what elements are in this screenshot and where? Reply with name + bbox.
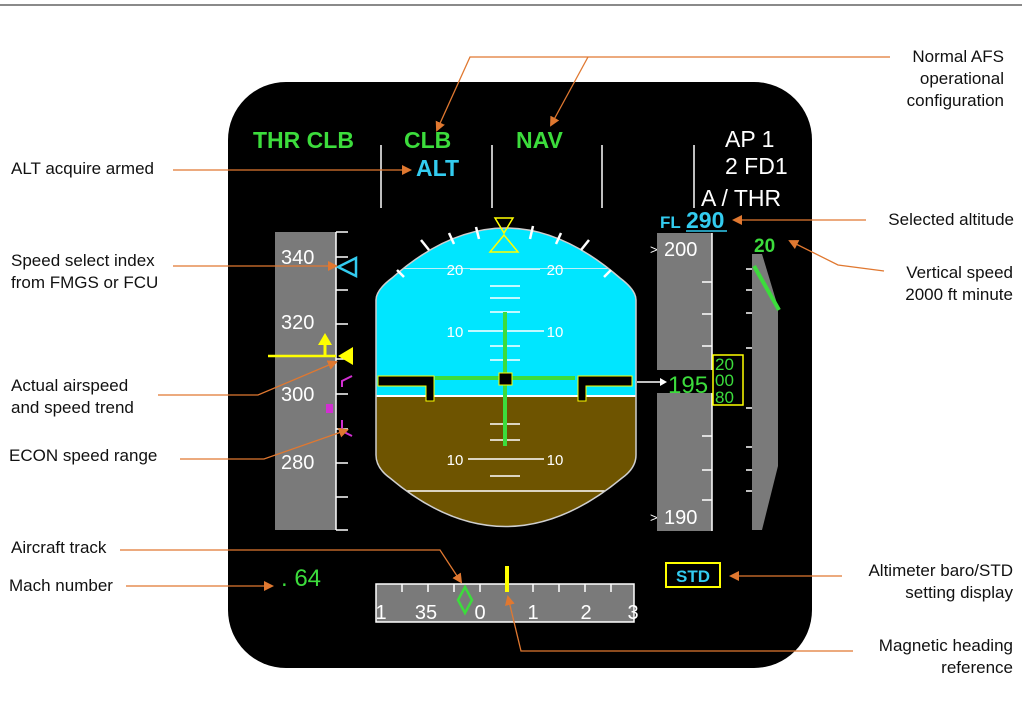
heading-label-3: 3 [627,602,638,624]
roll-pointer [488,217,520,253]
heading-label-2: 2 [580,602,591,624]
altitude-tape-upper [657,233,712,370]
baro-setting-box [665,562,721,588]
altitude-readout-window: 195 20 00 80 [637,354,744,407]
selected-altitude-value: 290 [686,207,724,233]
fma-autothrust: A / THR [701,185,782,211]
fma-autopilot: AP 1 [725,126,775,152]
pitch-label-minus10-right: 10 [547,452,564,469]
speed-label-340: 340 [281,247,314,269]
altitude-label-200: 200 [664,239,697,261]
callout-econ: ECON speed range [9,446,158,465]
fma-dividers [380,145,695,208]
actual-speed-pointer [338,347,353,365]
callout-speed-index: Speed select index from FMGS or FCU [11,251,159,292]
selected-altitude-prefix: FL [660,213,681,232]
fma-thrust-mode: THR CLB [253,127,354,153]
pitch-label-10-right: 10 [547,324,564,341]
callout-normal-afs: Normal AFS operational configuration [906,47,1004,110]
speed-select-index [335,255,358,279]
current-altitude: 195 [668,372,708,399]
primary-flight-display: 20 20 10 10 10 10 [228,82,812,668]
svg-text:>: > [650,510,658,525]
heading-label-0: 0 [474,602,485,624]
top-divider [0,4,1022,6]
speed-label-280: 280 [281,452,314,474]
baro-setting-text: STD [676,567,710,586]
callout-vertical-speed: Vertical speed 2000 ft minute [905,263,1013,304]
altitude-drum-middle: 00 [715,371,734,390]
fma-vertical-armed: ALT [416,155,460,181]
fma-flight-director: 2 FD1 [725,153,788,179]
pitch-label-20-left: 20 [447,262,464,279]
altitude-drum-lower: 80 [715,388,734,407]
callout-mach-number: Mach number [9,576,113,595]
callout-magnetic-heading: Magnetic heading reference [878,636,1013,677]
altitude-tape-ticks [702,233,713,531]
aircraft-track-diamond [456,584,474,616]
pitch-label-20-right: 20 [547,262,564,279]
speed-label-300: 300 [281,384,314,406]
vertical-speed-needle [752,265,781,311]
altitude-tape-lower [657,393,712,531]
altitude-drum-upper: 20 [715,355,734,374]
vertical-speed-value: 20 [754,236,775,257]
roll-scale [396,225,612,278]
heading-scale-ticks [401,584,612,592]
pitch-label-minus10-left: 10 [447,452,464,469]
speed-label-320: 320 [281,312,314,334]
altitude-label-190: 190 [664,507,697,529]
heading-label-1: 1 [527,602,538,624]
speed-tape-ticks [335,231,348,531]
svg-text:>: > [650,242,658,257]
callout-altimeter: Altimeter baro/STD setting display [868,561,1013,602]
vertical-speed-ticks [746,268,752,492]
aircraft-symbol [377,372,633,402]
fma-lateral-mode: NAV [516,127,563,153]
speed-tape [275,232,336,530]
speed-trend-arrow [318,333,332,356]
callout-alt-armed: ALT acquire armed [11,159,154,178]
vertical-speed-scale [752,254,778,530]
callout-aircraft-track: Aircraft track [11,538,107,557]
heading-label-1-left: 1 [375,602,386,624]
econ-speed-marker [326,404,333,413]
callout-selected-altitude: Selected altitude [888,210,1014,229]
pfd-graphics: 20 20 10 10 10 10 [268,145,781,624]
callout-actual-airspeed: Actual airspeed and speed trend [11,376,134,417]
heading-label-35: 35 [415,602,437,624]
mach-number: . 64 [281,565,321,592]
pitch-label-10-left: 10 [447,324,464,341]
